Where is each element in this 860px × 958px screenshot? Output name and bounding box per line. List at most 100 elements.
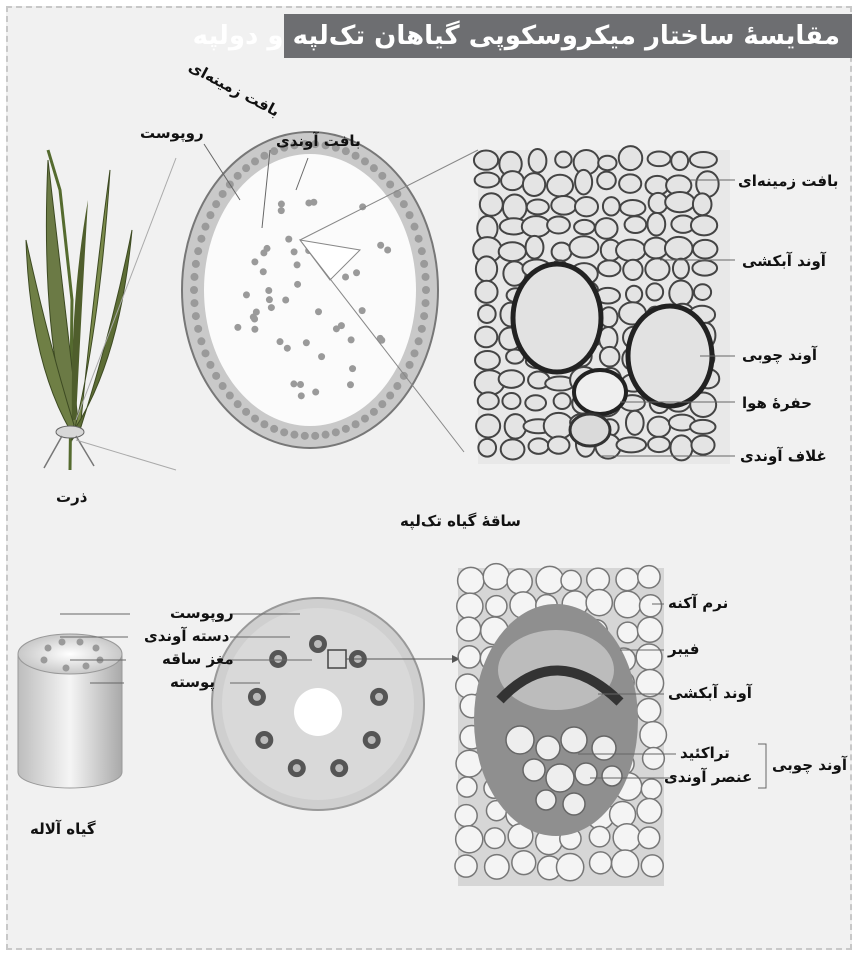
vascular-bundle-dot bbox=[192, 312, 200, 320]
parenchyma-cell bbox=[636, 644, 662, 670]
plant-cell bbox=[574, 220, 595, 234]
plant-cell bbox=[552, 243, 572, 261]
vascular-bundle-dot bbox=[301, 432, 309, 440]
vascular-bundle-dot bbox=[411, 349, 419, 357]
vascular-bundle-dot bbox=[265, 287, 272, 294]
monocot-cross-section bbox=[182, 132, 438, 448]
parenchyma-cell bbox=[586, 589, 612, 615]
vascular-bundle-dot bbox=[226, 392, 234, 400]
parenchyma-cell bbox=[536, 566, 563, 593]
plant-cell bbox=[623, 260, 642, 280]
vascular-bundle-dot bbox=[361, 157, 369, 165]
parenchyma-cell bbox=[456, 826, 483, 853]
vascular-bundle-dot bbox=[352, 152, 360, 160]
vascular-bundle-dot bbox=[377, 242, 384, 249]
xylem-vessel-cell bbox=[536, 790, 556, 810]
vascular-bundle-dot bbox=[303, 339, 310, 346]
dicot-stem-cylinder bbox=[18, 634, 122, 788]
parenchyma-cell bbox=[455, 805, 477, 827]
plant-cell bbox=[598, 156, 616, 170]
parenchyma-cell bbox=[483, 564, 509, 590]
label-mono-vascular-tissue: بافت آوندی bbox=[276, 132, 361, 150]
cylinder-bundle-dot bbox=[45, 645, 52, 652]
label-dicot-epidermis: روپوست bbox=[170, 604, 234, 622]
xylem-bracket bbox=[758, 744, 766, 788]
vascular-bundle-dot bbox=[393, 382, 401, 390]
parenchyma-cell bbox=[486, 596, 507, 617]
vascular-bundle-dot bbox=[253, 308, 260, 315]
parenchyma-cell bbox=[561, 570, 581, 590]
plant-cell bbox=[647, 213, 665, 236]
plant-cell bbox=[501, 439, 525, 459]
xylem-vessel-cell bbox=[546, 764, 574, 792]
label-mono-phloem: آوند آبکشی bbox=[742, 252, 826, 270]
cylinder-bundle-dot bbox=[77, 639, 84, 646]
parenchyma-cell bbox=[613, 824, 641, 852]
cylinder-bundle-dot bbox=[59, 639, 66, 646]
dicot-bundle-core bbox=[253, 693, 261, 701]
vascular-bundle-dot bbox=[242, 164, 250, 172]
vascular-bundle-dot bbox=[378, 400, 386, 408]
vascular-bundle-dot bbox=[422, 273, 430, 281]
plant-cell bbox=[597, 172, 616, 190]
vascular-bundle-dot bbox=[197, 337, 205, 345]
vascular-bundle-dot bbox=[268, 304, 275, 311]
vascular-bundle-dot bbox=[294, 281, 301, 288]
vascular-bundle-dot bbox=[251, 326, 258, 333]
vascular-bundle-dot bbox=[411, 223, 419, 231]
xylem-vessel-cell bbox=[575, 763, 597, 785]
vascular-bundle-dot bbox=[342, 273, 349, 280]
vascular-bundle-dot bbox=[260, 152, 268, 160]
label-mono-bundle-sheath: غلاف آوندی bbox=[740, 447, 827, 465]
plant-cell bbox=[626, 411, 644, 435]
vascular-bundle-dot bbox=[251, 315, 258, 322]
plant-cell bbox=[691, 215, 717, 235]
xylem-vessel-cell bbox=[561, 727, 587, 753]
vascular-bundle-dot bbox=[201, 223, 209, 231]
parenchyma-cell bbox=[590, 852, 612, 874]
vascular-bundle-dot bbox=[361, 415, 369, 423]
vascular-bundle-dot bbox=[420, 260, 428, 268]
plant-cell bbox=[476, 414, 500, 437]
plant-cell bbox=[690, 152, 717, 168]
label-dicot-pith: مغز ساقه bbox=[162, 650, 234, 668]
dicot-bundle-core bbox=[314, 640, 322, 648]
label-mono-detail-ground: بافت زمینه‌ای bbox=[738, 172, 838, 190]
label-dicot-parenchyma: نرم آکنه bbox=[668, 594, 728, 612]
vascular-bundle-dot bbox=[294, 261, 301, 268]
vascular-bundle-dot bbox=[219, 382, 227, 390]
plant-cell bbox=[525, 395, 546, 410]
vascular-bundle-dot bbox=[318, 353, 325, 360]
corn-plant-illustration bbox=[26, 150, 132, 470]
vascular-bundle-dot bbox=[348, 336, 355, 343]
parenchyma-cell bbox=[556, 853, 583, 880]
vascular-bundle-dot bbox=[298, 392, 305, 399]
dicot-bundle-core bbox=[375, 693, 383, 701]
cylinder-bundle-dot bbox=[63, 665, 70, 672]
vascular-bundle-dot bbox=[420, 312, 428, 320]
plant-cell bbox=[669, 281, 692, 306]
plant-cell bbox=[620, 200, 645, 216]
label-buttercup: گیاه آلاله bbox=[30, 820, 96, 838]
vascular-bundle-dot bbox=[352, 420, 360, 428]
parenchyma-cell bbox=[636, 669, 663, 696]
vascular-bundle-dot bbox=[384, 247, 391, 254]
plant-cell bbox=[673, 259, 689, 279]
vascular-bundle-dot bbox=[194, 247, 202, 255]
vascular-bundle-dot bbox=[280, 428, 288, 436]
dicot-bundle-core bbox=[274, 655, 282, 663]
vascular-bundle-dot bbox=[418, 325, 426, 333]
plant-cell bbox=[527, 200, 549, 215]
vascular-bundle-dot bbox=[278, 207, 285, 214]
vascular-bundle-dot bbox=[278, 201, 285, 208]
plant-cell bbox=[619, 146, 643, 170]
vascular-bundle-dot bbox=[260, 420, 268, 428]
vascular-bundle-dot bbox=[353, 269, 360, 276]
plant-cell bbox=[529, 149, 547, 173]
vascular-bundle-dot bbox=[415, 337, 423, 345]
parenchyma-cell bbox=[458, 567, 484, 593]
plant-cell bbox=[478, 392, 499, 409]
plant-cell bbox=[693, 240, 718, 259]
plant-cell bbox=[646, 283, 663, 300]
